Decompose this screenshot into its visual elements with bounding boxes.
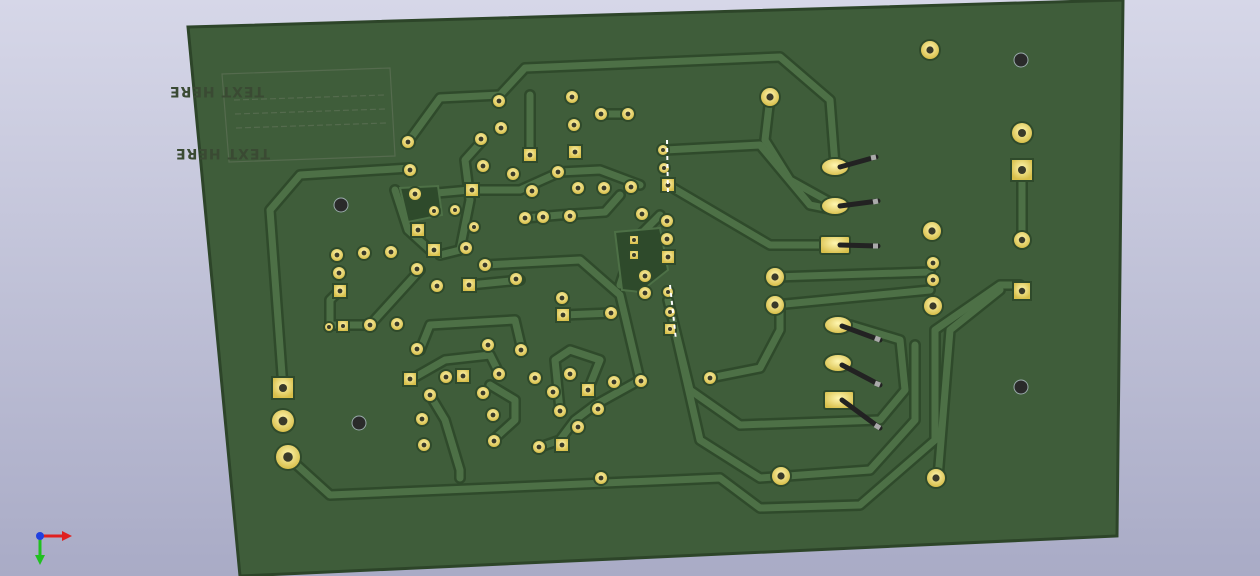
silkscreen-label-area: TEXT HERE TEXT HERE <box>169 67 396 163</box>
component-pads <box>270 39 1034 489</box>
mounting-holes <box>333 52 1029 431</box>
pcb-board <box>186 0 1125 576</box>
silkscreen-text-top: TEXT HERE <box>169 83 264 99</box>
ic-outline <box>666 139 677 341</box>
silkscreen-text-bottom: TEXT HERE <box>175 145 270 161</box>
power-component-leads <box>819 154 883 431</box>
xyz-axis-icon <box>35 531 72 565</box>
